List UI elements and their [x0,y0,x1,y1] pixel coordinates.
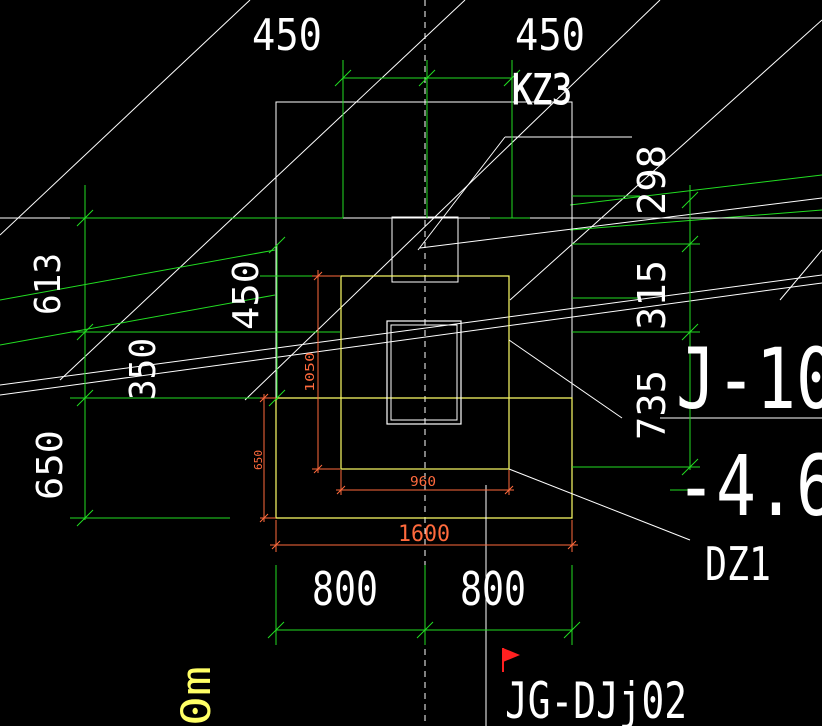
right-dim-298: 298 [630,145,674,215]
pile-cap-outline [340,275,510,470]
label-elevation: -4.6 [676,437,822,535]
foundation-outline [275,397,573,519]
label-j10: J-10 [676,330,822,428]
right-dimension-lines [572,185,700,491]
flag-icon [502,648,520,672]
column-section-outer [386,320,462,425]
diagonal-construction-lines [0,0,822,401]
left-dim-613: 613 [28,253,69,315]
column-label-kz3: KZ3 [512,65,572,114]
top-dim-left: 450 [252,10,322,61]
small-column-box [391,216,459,283]
orange-dim-1600: 1600 [398,522,450,547]
green-slanted-lines [0,174,822,346]
orange-dim-1050: 1050 [303,352,317,392]
left-dimension-lines [70,185,340,527]
top-dim-right: 450 [515,10,585,61]
pile-label-dz1: DZ1 [705,537,771,591]
foundation-label: JG-DJj02 [505,672,687,726]
orange-dim-650: 650 [252,450,265,470]
bottom-dim-left: 800 [312,562,378,616]
bottom-dimension-lines [267,565,581,645]
column-section-inner [390,324,458,421]
left-dim-450: 450 [226,260,267,330]
right-dim-735: 735 [630,370,674,440]
leader-dz1 [508,468,691,541]
left-dim-650: 650 [30,430,71,500]
orange-dim-960: 960 [410,475,436,490]
bottom-dim-right: 800 [460,562,526,616]
leader-right [508,339,623,419]
orange-dimension-lines [259,270,578,552]
partial-bottom-left-label: 0m [174,666,220,726]
right-dim-315: 315 [630,260,674,330]
leader-kz3 [417,136,506,251]
left-dim-350: 350 [123,338,164,400]
